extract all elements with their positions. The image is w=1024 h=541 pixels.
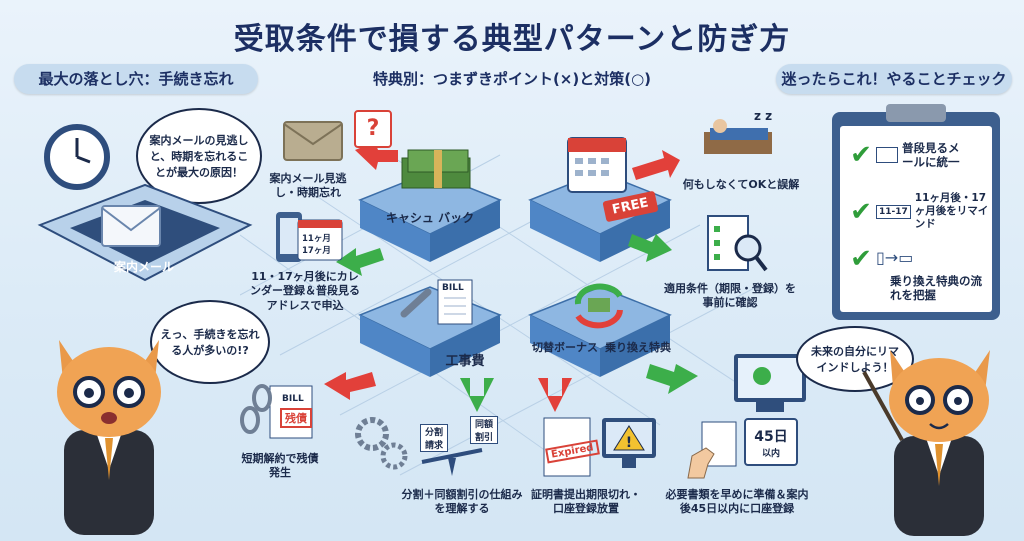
checklist: ✔ 普段見るメールに統一 ✔ 11-17 11ヶ月後・17ヶ月後をリマインド ✔… — [846, 140, 994, 312]
checklist-item-remind[interactable]: ✔ 11-17 11ヶ月後・17ヶ月後をリマインド — [846, 192, 989, 231]
tile-construction[interactable]: 工事費 — [350, 265, 510, 385]
calendar-17-label: 17ヶ月 — [302, 246, 331, 256]
days45-sub-label: 以内 — [761, 449, 780, 459]
callout-early-cancel: 短期解約で残債発生 — [241, 452, 319, 480]
svg-text:!: ! — [626, 435, 632, 451]
callout-prepare-docs: 必要書類を早めに準備＆案内後45日以内に口座登録 — [665, 488, 809, 516]
clock-icon — [44, 124, 110, 190]
checklist-item-label-3: 乗り換え特典の流れを把握 — [890, 274, 982, 303]
clipboard-clip — [886, 104, 946, 122]
mail-icon — [101, 205, 161, 247]
question-calendar-icon: ? — [354, 110, 392, 148]
callout-check-conditions: 適用条件（期限・登録）を事前に確認 — [664, 282, 796, 310]
svg-text:z z: z z — [754, 109, 772, 123]
clipboard — [832, 104, 1000, 320]
callout-free-misread: 何もしなくてOKと誤解 — [682, 178, 800, 191]
envelope-label: 案内メール — [113, 260, 174, 274]
envelope-dirty-icon — [283, 121, 343, 161]
tile-transfer-label: 乗り換え特典 — [605, 340, 671, 354]
page-title: 受取条件で損する典型パターンと防ぎ方 — [233, 22, 791, 57]
checklist-item-label: 普段見るメールに統一 — [902, 140, 960, 169]
section-header-right: 迷ったらこれ！やることチェック — [776, 64, 1012, 94]
expired-doc-monitor-icon: ! — [543, 417, 656, 477]
phone-calendar-icon — [276, 212, 343, 262]
cycle-money-icon — [574, 283, 623, 329]
callout-expired-docs: 証明書提出期限切れ・口座登録放置 — [531, 488, 641, 516]
calendar-small-tag: 11-17 — [876, 204, 911, 219]
check-icon: ✔ — [850, 140, 872, 170]
checklist-item-mail[interactable]: ✔ 普段見るメールに統一 — [846, 140, 970, 170]
speech-bubble-top: 案内メールの見逃しと、時期を忘れることが最大の原因！ — [136, 108, 262, 204]
section-header-middle: 特典別：つまずきポイント(×)と対策(○) — [372, 70, 652, 88]
calendar-icon — [567, 137, 627, 193]
callout-understand-split: 分割＋同額割引の仕組みを理解する — [401, 488, 523, 516]
bill-icon-label: BILL — [442, 283, 464, 293]
calendar-11-label: 11ヶ月 — [302, 234, 331, 244]
checklist-item-label: 11ヶ月後・17ヶ月後をリマインド — [914, 192, 989, 231]
tile-switch[interactable]: 切替ボーナス 乗り換え特典 — [520, 265, 680, 385]
checklist-item-transfer[interactable]: ✔ ▯→▭ — [846, 244, 922, 274]
broken-chain-bill-icon — [240, 384, 313, 439]
bill-icon-label-2: BILL — [282, 394, 304, 404]
clipboard-paper — [840, 126, 992, 312]
gears-scale-icon — [355, 417, 483, 476]
speech-bubble-cat-left: えっ、手続きを忘れる人が多いの!? — [150, 300, 270, 384]
cat-character-left — [57, 340, 161, 535]
checklist-magnifier-icon — [707, 215, 768, 272]
callout-missed-mail: 案内メール見逃し・時期忘れ — [269, 172, 347, 200]
check-icon: ✔ — [850, 244, 872, 274]
scale-left-label: 分割請求 — [420, 424, 448, 452]
monitor-check-icon — [734, 354, 806, 412]
tile-cashback-label: キャシュ バック — [386, 211, 474, 225]
check-icon: ✔ — [850, 196, 872, 227]
tile-switch-label: 切替ボーナス — [532, 340, 598, 354]
zangai-stamp: 残債 — [280, 408, 312, 428]
sleeping-bed-icon: z z — [704, 109, 772, 154]
hand-document-icon — [687, 421, 737, 479]
tile-construction-label: 工事費 — [445, 353, 484, 369]
money-icon — [401, 149, 471, 189]
cat-character-right — [862, 350, 990, 536]
mail-small-icon — [876, 147, 898, 163]
callout-calendar-fix: 11・17ヶ月後にカレンダー登録＆普段見るアドレスで申込 — [250, 270, 360, 312]
calendar-45-icon: 45日 以内 — [744, 418, 798, 466]
scale-right-label: 同額割引 — [470, 416, 498, 444]
doc-to-monitor-icon: ▯→▭ — [876, 248, 914, 267]
wrench-bill-icon — [400, 279, 473, 325]
days45-label: 45日 — [754, 429, 788, 445]
section-header-left: 最大の落とし穴：手続き忘れ — [14, 64, 258, 94]
